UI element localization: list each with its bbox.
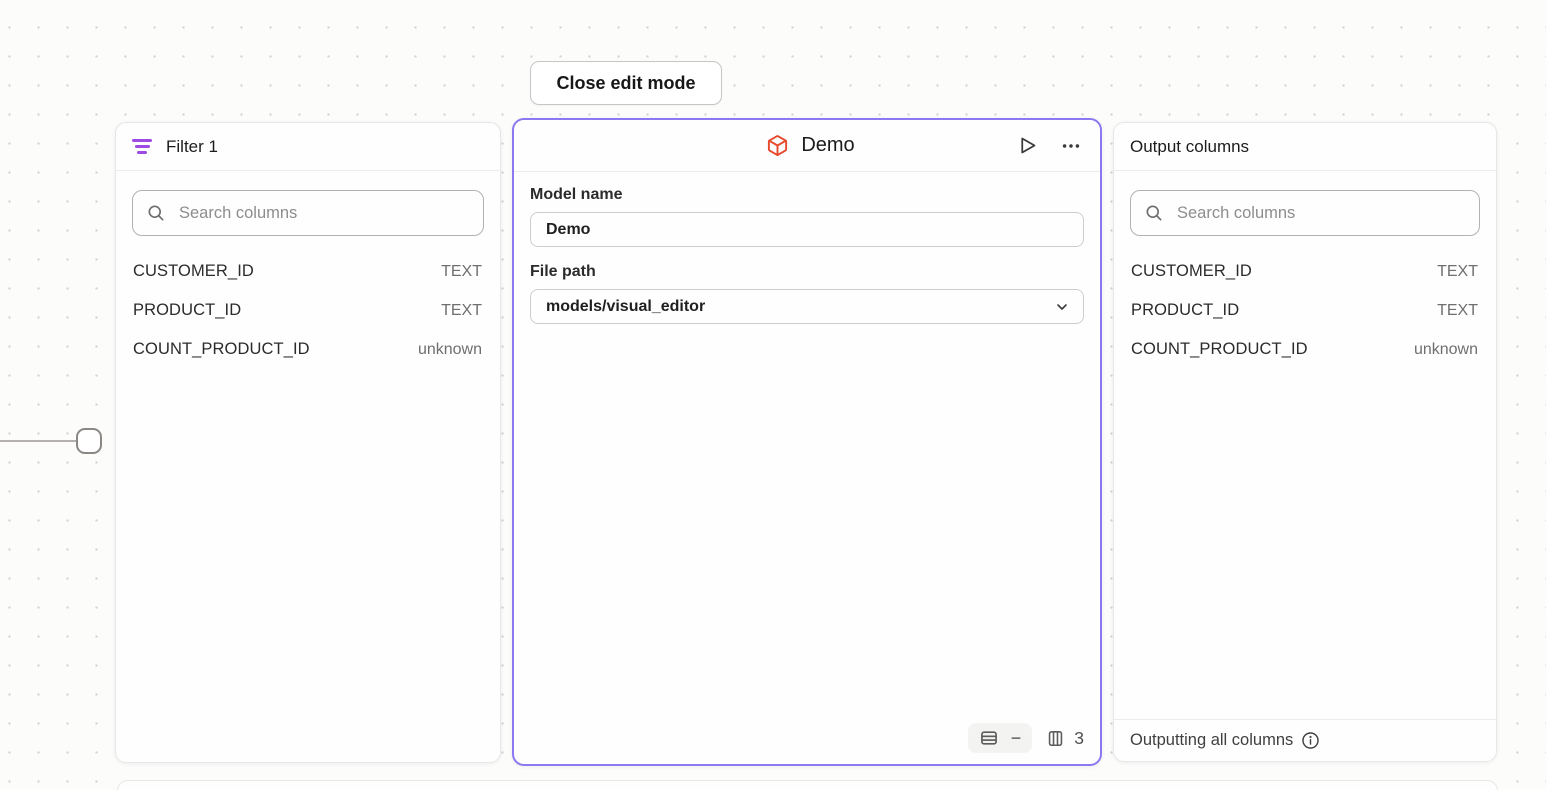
file-path-label: File path [530,263,596,280]
model-panel-header: Demo [514,120,1100,172]
row-count-toggle[interactable]: − [967,723,1033,753]
output-columns-panel: Output columns CUSTOMER_ID TEXT PRODUCT_… [1113,122,1497,762]
column-count-stat: 3 [1046,728,1084,749]
model-name-label: Model name [530,186,623,203]
output-panel-title: Output columns [1130,136,1250,156]
filter-node-panel: Filter 1 CUSTOMER_ID TEXT PRODUCT_ID TEX… [115,122,501,763]
column-row[interactable]: COUNT_PRODUCT_ID unknown [116,330,500,369]
model-name-input[interactable] [530,212,1084,247]
output-column-list: CUSTOMER_ID TEXT PRODUCT_ID TEXT COUNT_P… [1114,252,1496,369]
column-type: TEXT [1437,262,1478,280]
file-path-select[interactable]: models/visual_editor [530,289,1084,324]
column-row[interactable]: CUSTOMER_ID TEXT [1114,252,1496,291]
column-row[interactable]: COUNT_PRODUCT_ID unknown [1114,330,1496,369]
output-search-box [1130,190,1480,236]
column-name: PRODUCT_ID [133,301,242,319]
filter-panel-title: Filter 1 [166,136,218,156]
rows-icon [980,731,997,745]
filter-search-box [132,190,484,236]
columns-icon [1049,730,1063,746]
column-type: TEXT [441,262,482,280]
more-options-button[interactable] [1058,133,1084,159]
filter-column-list: CUSTOMER_ID TEXT PRODUCT_ID TEXT COUNT_P… [116,252,500,369]
column-type: unknown [1413,340,1478,358]
output-search-input[interactable] [1130,190,1480,236]
column-name: CUSTOMER_ID [1131,262,1252,280]
filter-icon [132,139,152,154]
column-row[interactable]: PRODUCT_ID TEXT [116,291,500,330]
column-row[interactable]: CUSTOMER_ID TEXT [116,252,500,291]
column-count-value: 3 [1074,727,1084,748]
model-cube-icon [766,134,789,157]
column-type: unknown [417,340,482,358]
connector-edge [0,440,78,442]
bottom-panel-edge [117,780,1498,790]
output-footer-text: Outputting all columns [1130,731,1294,749]
filter-search-input[interactable] [132,190,484,236]
play-icon [1021,137,1036,154]
ellipsis-icon [1062,143,1080,148]
connector-handle[interactable] [76,428,102,454]
column-name: COUNT_PRODUCT_ID [133,340,310,358]
model-actions [1015,133,1084,159]
close-edit-mode-button[interactable]: Close edit mode [530,61,722,105]
info-icon[interactable] [1301,731,1320,750]
model-stats: − 3 [967,723,1084,753]
column-type: TEXT [441,301,482,319]
column-type: TEXT [1437,301,1478,319]
output-panel-header: Output columns [1114,123,1496,171]
model-form: Model name File path models/visual_edito… [514,172,1100,324]
model-node-panel: Demo Model name File path models/visual_… [512,118,1102,766]
column-name: CUSTOMER_ID [133,262,254,280]
filter-panel-header: Filter 1 [116,123,500,171]
chevron-down-icon [1057,303,1067,310]
row-count-value: − [1010,728,1022,748]
model-panel-title: Demo [801,134,855,156]
column-name: COUNT_PRODUCT_ID [1131,340,1308,358]
run-model-button[interactable] [1015,133,1040,158]
column-row[interactable]: PRODUCT_ID TEXT [1114,291,1496,330]
model-title-group: Demo [606,134,1015,157]
file-path-value: models/visual_editor [546,297,706,315]
output-footer: Outputting all columns [1114,719,1496,761]
column-name: PRODUCT_ID [1131,301,1240,319]
